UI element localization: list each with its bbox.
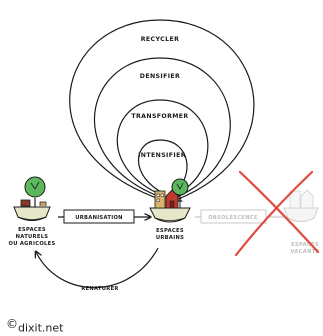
urban-label-line2: URBAINS <box>156 235 184 241</box>
vacant-label-line1: ESPACES <box>291 242 319 248</box>
urbanisation-label: URBANISATION <box>75 215 123 221</box>
natural-label-line3: OU AGRICOLES <box>8 241 55 247</box>
arc-recycler <box>69 19 255 200</box>
copyright-credit: ©dixit.net <box>6 317 63 334</box>
vacant-label-line2: VACANTS <box>290 249 319 255</box>
natural-space-island <box>13 176 51 221</box>
credit-name: dixit.net <box>18 321 64 335</box>
arc-transformer <box>116 99 209 196</box>
label-densifier: DENSIFIER <box>140 73 180 80</box>
urban-space-island <box>149 178 191 223</box>
building-icon <box>154 190 166 209</box>
label-transformer: TRANSFORMER <box>131 113 188 120</box>
tree-icon <box>24 176 46 198</box>
urban-tree-icon <box>171 178 189 196</box>
natural-label-line1: ESPACES <box>18 227 46 233</box>
renaturer-label: RENATURER <box>81 286 118 292</box>
arc-intensifier <box>138 139 188 194</box>
renaturer-arrow <box>36 247 159 289</box>
label-intensifier: INTENSIFIER <box>138 152 186 159</box>
obsolescence-tag <box>200 209 267 224</box>
copyright-symbol: © <box>6 317 18 331</box>
arc-densifier <box>94 57 231 198</box>
label-recycler: RECYCLER <box>141 36 179 43</box>
vacant-space-island <box>283 189 319 222</box>
vacant-house-icon <box>300 189 314 209</box>
obsolescence-label: OBSOLESCENCE <box>208 215 258 221</box>
vacant-building-icon <box>289 190 301 209</box>
natural-label-line2: NATURELS <box>16 234 49 240</box>
cross-out-icon <box>234 170 320 257</box>
urban-label-line1: ESPACES <box>156 228 184 234</box>
farm-icon <box>20 199 31 207</box>
urbanisation-tag <box>63 209 135 224</box>
